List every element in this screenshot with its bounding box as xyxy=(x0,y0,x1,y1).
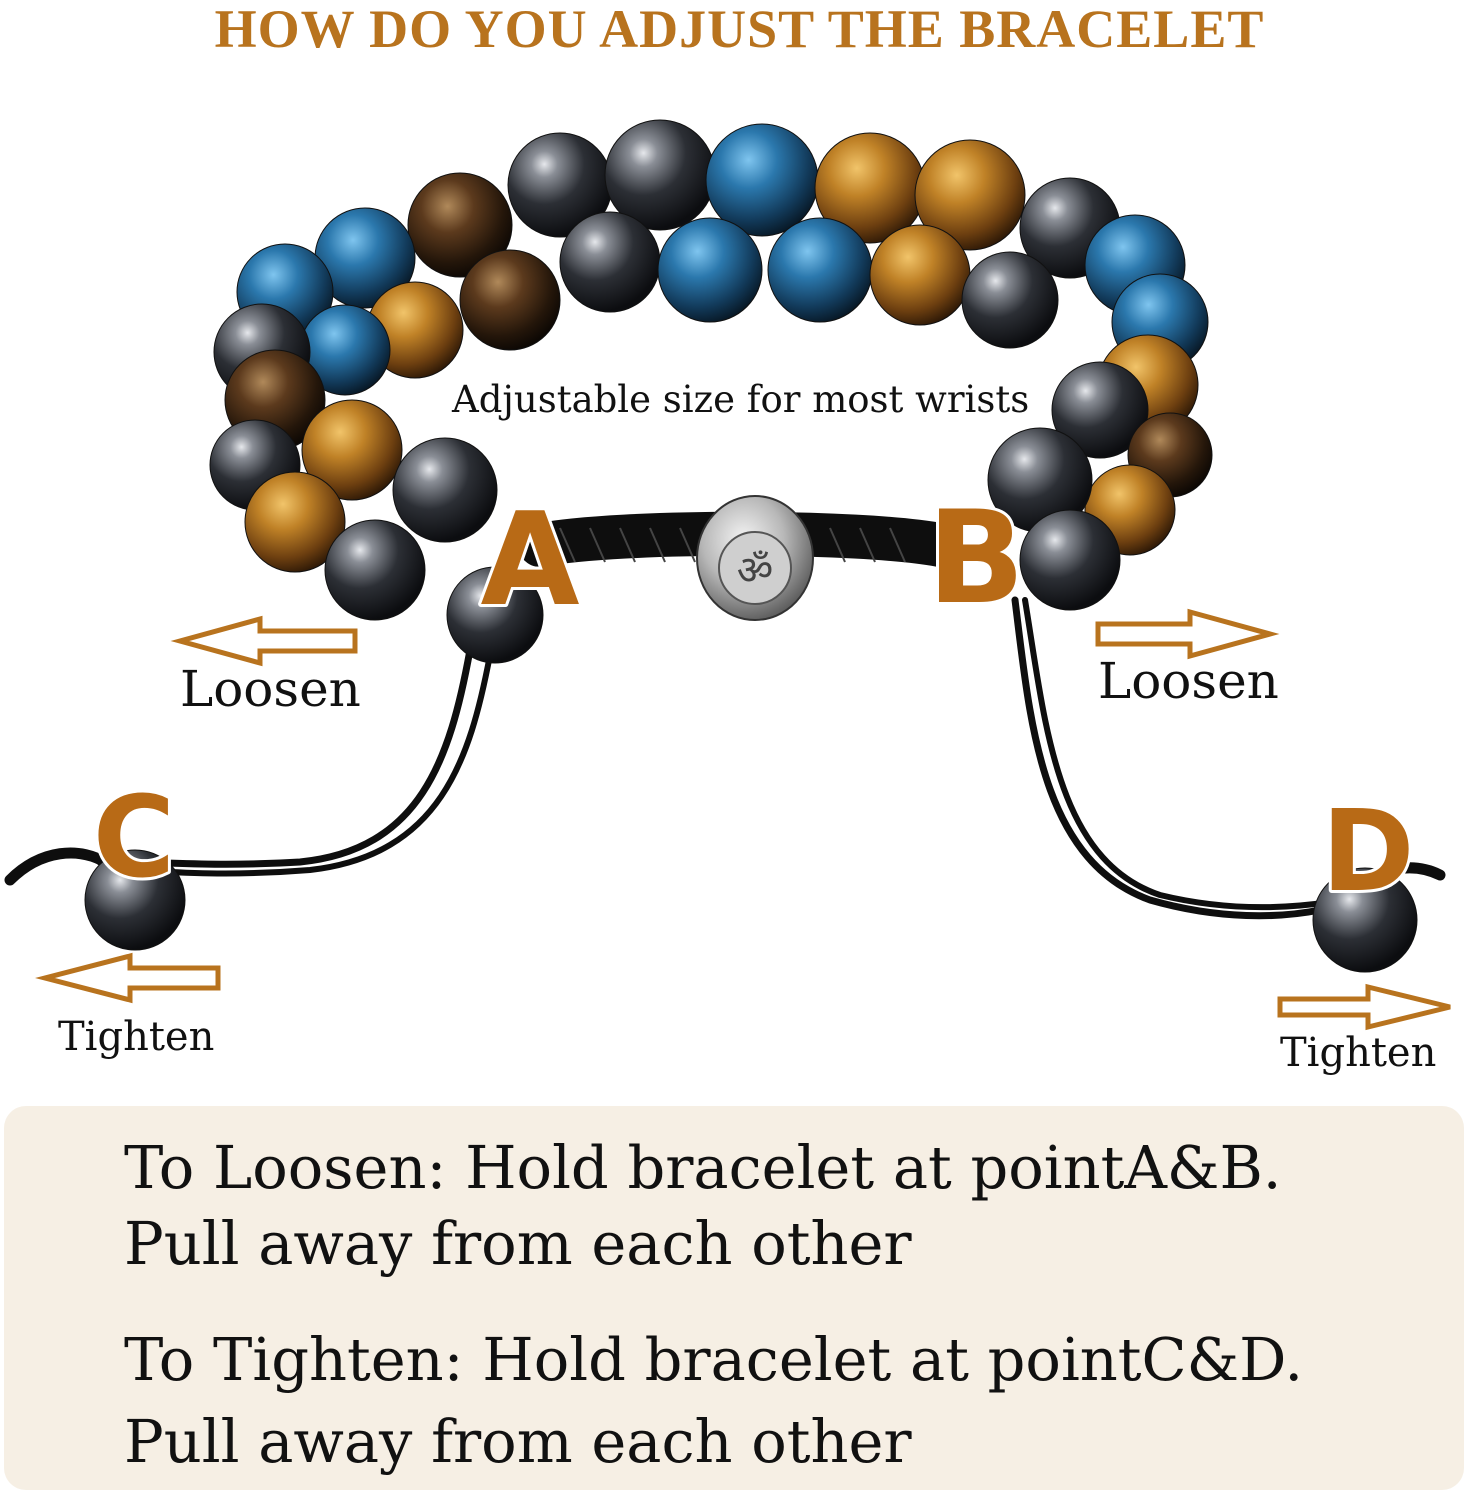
tighten-left-label: Tighten xyxy=(58,1014,215,1060)
point-a-label: A xyxy=(480,486,579,635)
loosen-left-label: Loosen xyxy=(180,660,361,718)
tighten-instruction-line1: To Tighten: Hold bracelet at pointC&D. xyxy=(124,1325,1304,1394)
om-charm-icon: ॐ xyxy=(696,495,814,621)
beads xyxy=(84,119,1418,973)
instructions-panel xyxy=(4,1106,1464,1490)
loosen-instruction-line1: To Loosen: Hold bracelet at pointA&B. xyxy=(124,1133,1282,1202)
page-title: HOW DO YOU ADJUST THE BRACELET xyxy=(214,0,1265,59)
outline-arrow-icon xyxy=(35,608,1451,1031)
point-b-label: B xyxy=(927,484,1025,633)
tighten-instruction-line2: Pull away from each other xyxy=(124,1407,912,1476)
bracelet-illustration: ॐ A B C D xyxy=(4,119,1451,1031)
loosen-right-label: Loosen xyxy=(1098,652,1279,710)
adjustable-label: Adjustable size for most wrists xyxy=(452,378,1030,421)
braid-texture xyxy=(559,527,906,563)
point-c-label: C xyxy=(93,773,175,903)
tighten-right-label: Tighten xyxy=(1280,1030,1437,1076)
svg-text:ॐ: ॐ xyxy=(737,548,773,594)
loosen-instruction-line2: Pull away from each other xyxy=(124,1209,912,1278)
point-d-label: D xyxy=(1322,787,1415,917)
